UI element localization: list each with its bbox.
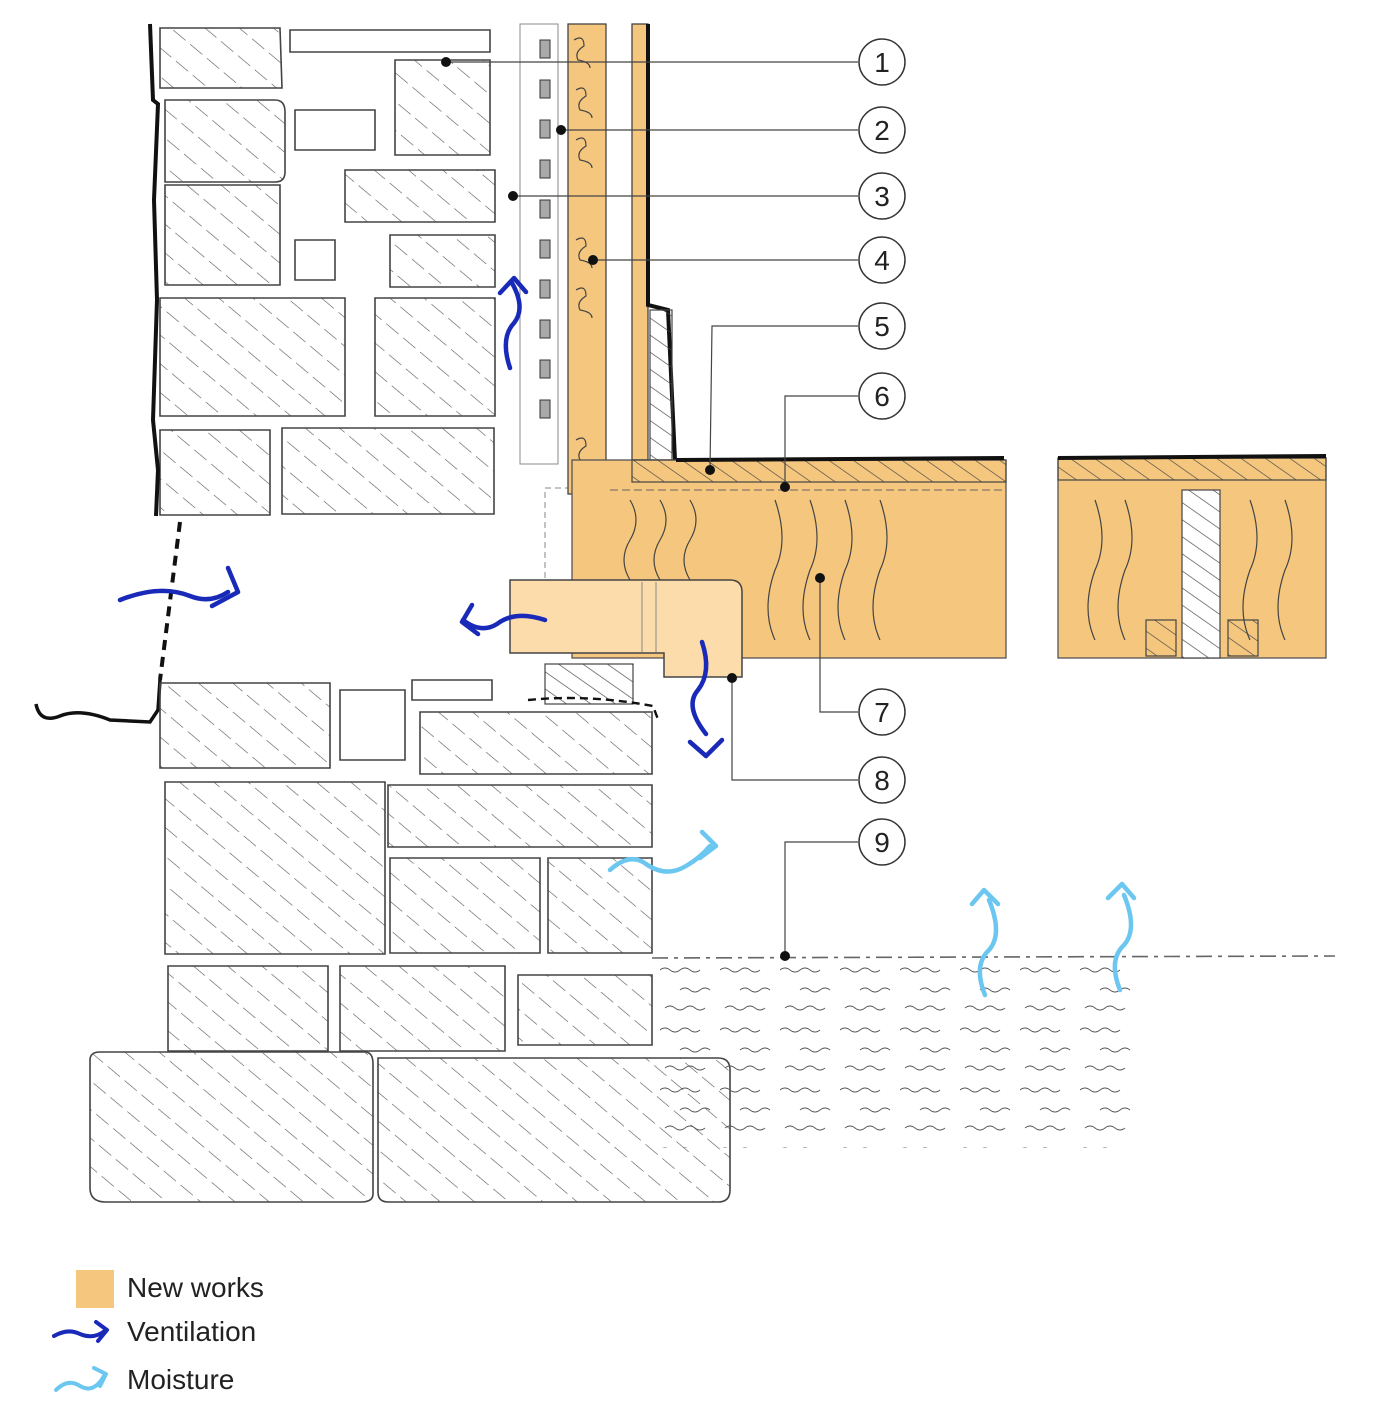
callout-9: 9	[858, 818, 906, 866]
legend: New works Ventilation Moisture	[50, 1268, 450, 1408]
svg-text:2: 2	[874, 115, 890, 146]
lower-stone-wall	[89, 679, 731, 1203]
callout-5: 5	[858, 302, 906, 350]
orange-swatch-icon	[76, 1270, 114, 1308]
ventilation-arrow-cavity-up	[497, 275, 529, 371]
leader-lines	[446, 61, 858, 956]
new-works-wall-insulation	[567, 23, 677, 495]
leader-points	[441, 57, 825, 961]
light-blue-arrow-icon	[54, 1366, 108, 1392]
moisture-arrow-ground-1	[969, 887, 1001, 998]
upper-stone-wall	[148, 23, 497, 517]
callout-8: 8	[858, 756, 906, 804]
legend-label: Moisture	[127, 1364, 235, 1395]
svg-text:8: 8	[874, 765, 890, 796]
ventilation-arrow-subfloor-left	[459, 602, 548, 637]
legend-item-moisture: Moisture	[50, 1360, 450, 1400]
legend-label: Ventilation	[127, 1316, 257, 1347]
callout-3: 3	[858, 172, 906, 220]
svg-text:6: 6	[874, 381, 890, 412]
svg-text:9: 9	[874, 827, 890, 858]
callout-4: 4	[858, 236, 906, 284]
dark-blue-arrow-icon	[52, 1320, 109, 1343]
wall-vent-gap	[158, 521, 182, 681]
svg-text:4: 4	[874, 245, 890, 276]
ventilation-arrow-subfloor-down	[687, 639, 725, 759]
callout-1: 1	[858, 38, 906, 86]
ventilated-cavity	[519, 23, 576, 599]
callouts: 1 2 3 4 5 6 7 8 9	[858, 38, 906, 866]
legend-item-ventilation: Ventilation	[50, 1312, 450, 1352]
callout-2: 2	[858, 106, 906, 154]
ventilation-arrow-wall-through	[117, 565, 241, 609]
legend-item-new-works: New works	[50, 1268, 450, 1308]
moisture-arrows	[607, 829, 1137, 998]
moisture-arrow-wall	[607, 829, 719, 874]
svg-text:1: 1	[874, 47, 890, 78]
svg-text:5: 5	[874, 311, 890, 342]
legend-label: New works	[127, 1272, 264, 1303]
callout-7: 7	[858, 688, 906, 736]
svg-text:3: 3	[874, 181, 890, 212]
interior-floor-line	[34, 679, 162, 724]
timber-bearer	[509, 579, 743, 723]
ground-soil	[651, 955, 1336, 1148]
ventilation-arrows	[117, 275, 725, 759]
moisture-arrow-ground-2	[1105, 881, 1137, 993]
svg-text:7: 7	[874, 697, 890, 728]
callout-6: 6	[858, 372, 906, 420]
